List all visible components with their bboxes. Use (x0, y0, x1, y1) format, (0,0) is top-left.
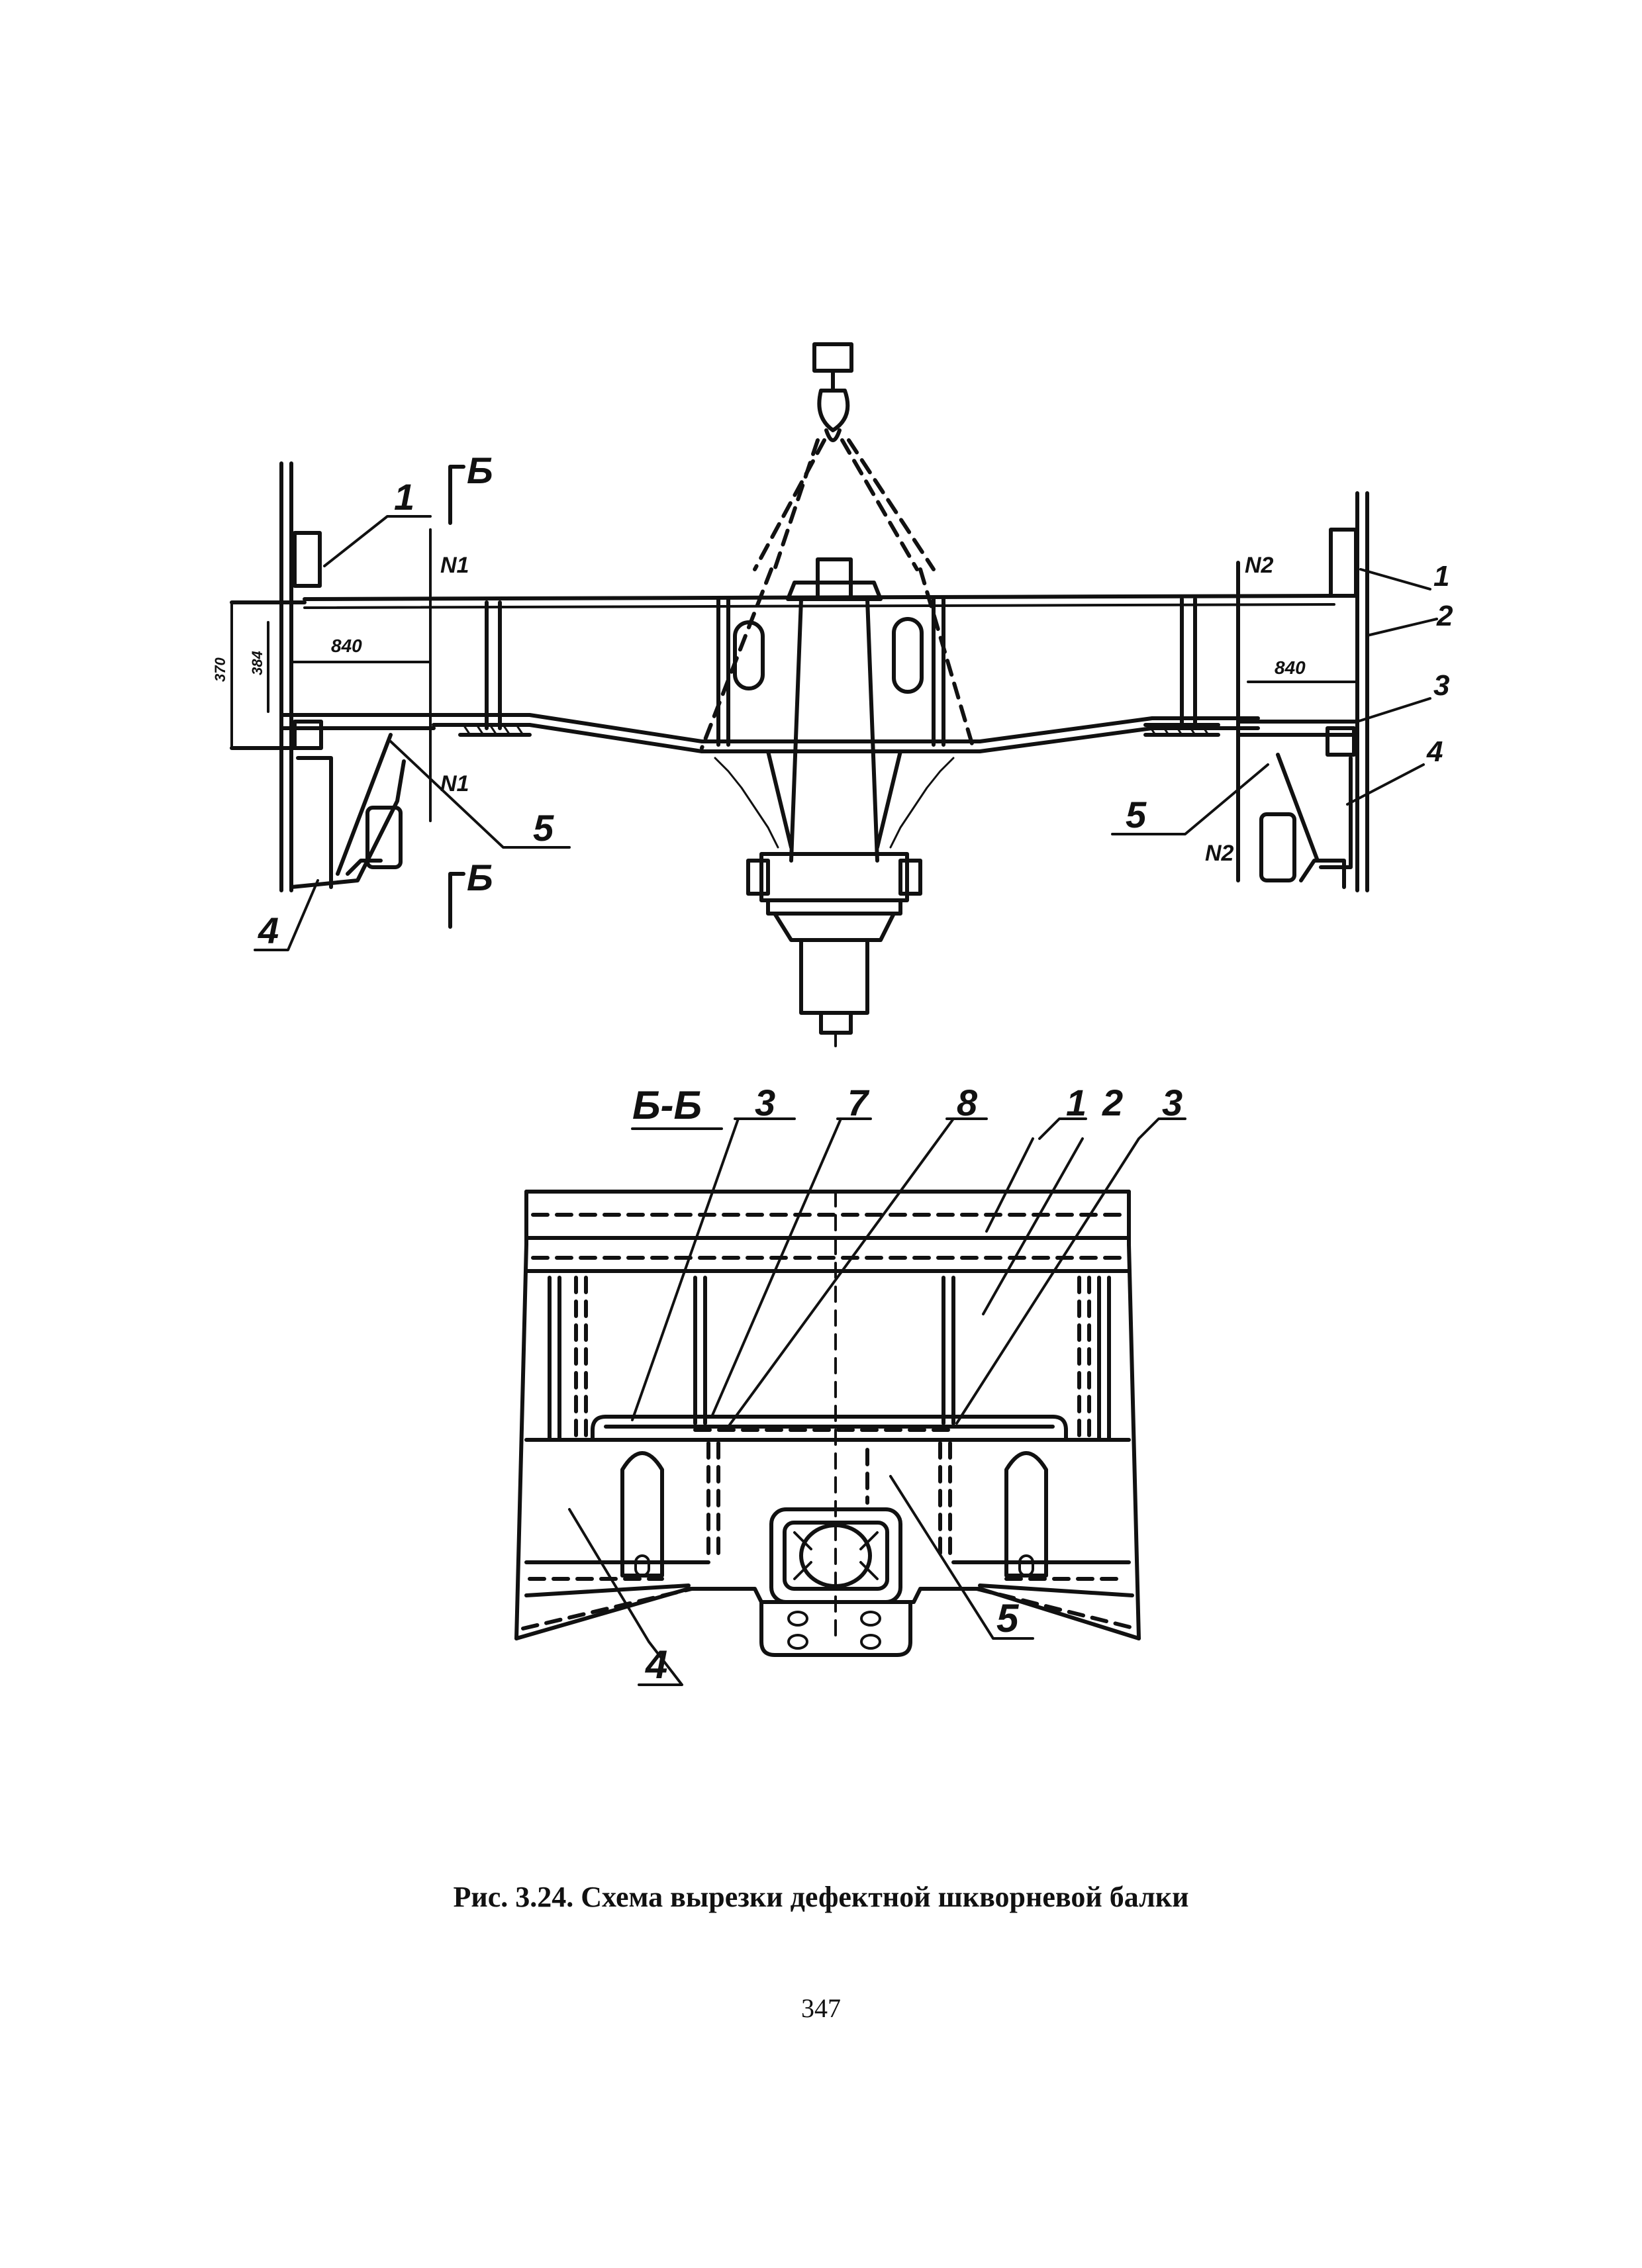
page-number: 347 (801, 1993, 841, 2023)
upper-leaders (254, 465, 1438, 951)
label-lower-7: 7 (847, 1082, 870, 1123)
label-right-2: 2 (1436, 600, 1453, 632)
label-lower-3a: 3 (755, 1082, 775, 1123)
lower-label-texts: Б-Б 3 7 8 1 2 3 4 5 (632, 1082, 1183, 1687)
label-right-dim-840: 840 (1275, 657, 1306, 678)
label-left-n1-top: N1 (440, 553, 469, 578)
label-left-dim-v1: 370 (212, 657, 228, 682)
pivot-plate (759, 1507, 912, 1657)
label-left-1: 1 (394, 476, 414, 518)
section-title: Б-Б (632, 1083, 702, 1127)
section-mark-top: Б (467, 449, 493, 491)
lower-view (514, 1190, 1141, 1657)
label-right-n2-bottom: N2 (1205, 841, 1234, 866)
crane-hook (812, 342, 853, 442)
label-left-dim-v2: 384 (249, 651, 266, 675)
kingpin (700, 557, 969, 1047)
upper-label-texts: Б Б 1 N1 N1 840 370 384 5 4 N2 840 1 2 3… (212, 449, 1453, 951)
label-lower-5: 5 (996, 1596, 1020, 1640)
label-right-3: 3 (1433, 669, 1449, 702)
label-lower-2: 2 (1102, 1082, 1123, 1123)
label-right-4: 4 (1426, 735, 1443, 768)
label-left-5: 5 (533, 807, 554, 849)
figure-caption: Рис. 3.24. Схема вырезки дефектной шквор… (453, 1881, 1189, 1913)
section-mark-bottom: Б (467, 857, 493, 898)
label-right-1: 1 (1433, 560, 1449, 592)
label-left-dim-840: 840 (331, 636, 362, 656)
upper-view (230, 342, 1369, 1047)
left-end-member (230, 461, 436, 892)
lower-leaders (568, 1117, 1186, 1686)
label-lower-1: 1 (1066, 1082, 1087, 1123)
label-lower-4: 4 (645, 1642, 667, 1687)
right-end-member (1236, 491, 1369, 892)
left-dimensions (230, 528, 432, 822)
label-lower-3b: 3 (1162, 1082, 1183, 1123)
label-left-4: 4 (258, 910, 279, 951)
label-left-n1-bottom: N1 (440, 771, 469, 796)
label-lower-8: 8 (957, 1082, 978, 1123)
label-right-n2-top: N2 (1245, 553, 1274, 578)
label-right-5: 5 (1126, 794, 1147, 835)
